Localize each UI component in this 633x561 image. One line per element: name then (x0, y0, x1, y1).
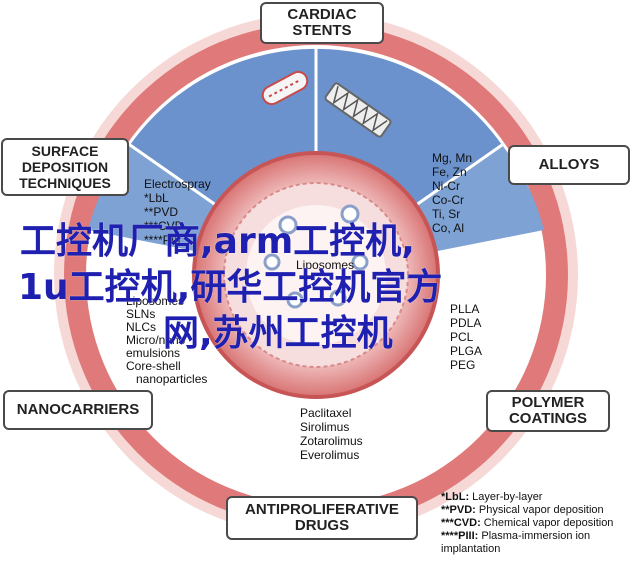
particle (351, 253, 369, 271)
surface-technique: ***CVD (144, 219, 184, 233)
legend-abbr: **PVD: (441, 504, 476, 516)
drug-item: Zotarolimus (300, 434, 363, 448)
drug-list: Paclitaxel Sirolimus Zotarolimus Everoli… (300, 406, 363, 462)
particle (340, 204, 360, 224)
center-liposomes-label: Liposomes (296, 258, 355, 272)
nanocarrier-item: emulsions (126, 346, 181, 360)
drug-item: Sirolimus (300, 420, 350, 434)
antiproliferative-drugs-label: ANTIPROLIFERATIVE DRUGS (245, 501, 399, 534)
alloy-item: Fe, Zn (432, 165, 467, 179)
surface-technique: Electrospray (144, 177, 211, 191)
particle (278, 215, 298, 235)
nanocarrier-item: SLNs (126, 307, 156, 321)
cardiac-stents-label: CARDIAC STENTS (287, 6, 357, 39)
surface-technique-list: Electrospray *LbL **PVD ***CVD ****PIII (144, 177, 211, 247)
alloy-item: Co, Al (432, 221, 465, 235)
antiproliferative-drugs-box: ANTIPROLIFERATIVE DRUGS (226, 496, 418, 540)
nanocarriers-box: NANOCARRIERS (3, 390, 153, 430)
nanocarrier-item: Core-shell (126, 359, 181, 373)
legend-abbr: ***CVD: (441, 517, 481, 529)
alloy-item: Ni-Cr (432, 179, 460, 193)
overlay-text-line-3: 网,苏州工控机 (163, 313, 393, 354)
polymer-coatings-label: POLYMER COATINGS (508, 394, 588, 427)
drug-item: Everolimus (300, 448, 360, 462)
polymer-coatings-box: POLYMER COATINGS (486, 390, 610, 432)
legend-item: ***CVD: Chemical vapor deposition (441, 517, 613, 530)
legend-item: ****PIII: Plasma-immersion ion (441, 530, 613, 543)
legend-abbr: *LbL: (441, 491, 470, 503)
surface-deposition-label: SURFACE DEPOSITION TECHNIQUES (19, 143, 111, 191)
legend-text: Layer-by-layer (472, 491, 543, 503)
nanocarrier-item: Micro/nano (126, 333, 186, 347)
polymer-list: PLLA PDLA PCL PLGA PEG (450, 302, 482, 372)
legend-item: **PVD: Physical vapor deposition (441, 504, 613, 517)
nanocarriers-label: NANOCARRIERS (16, 401, 140, 418)
balloon-icon (261, 70, 309, 106)
stent-icon (324, 82, 392, 138)
particle (329, 289, 347, 307)
legend-item: *LbL: Layer-by-layer (441, 491, 613, 504)
polymer-item: PEG (450, 358, 476, 372)
surface-technique: *LbL (144, 191, 169, 205)
lumen (246, 205, 386, 345)
legend-item: implantation (441, 543, 613, 556)
surface-technique: **PVD (144, 205, 179, 219)
polymer-item: PDLA (450, 316, 482, 330)
overlay-text-line-1: 工控机厂商,arm工控机, (20, 221, 415, 262)
cardiac-stents-box: CARDIAC STENTS (260, 2, 384, 44)
polymer-item: PLGA (450, 344, 483, 358)
alloys-box: ALLOYS (508, 145, 630, 185)
nanocarrier-item: nanoparticles (136, 372, 208, 386)
particle (263, 253, 281, 271)
polymer-item: PLLA (450, 302, 480, 316)
legend-abbr: ****PIII: (441, 530, 479, 542)
nanocarrier-item: NLCs (126, 320, 157, 334)
surface-deposition-box: SURFACE DEPOSITION TECHNIQUES (1, 138, 129, 196)
particle (286, 291, 304, 309)
drug-item: Paclitaxel (300, 406, 352, 420)
nanocarrier-list: Liposomes SLNs NLCs Micro/nano emulsions… (126, 295, 207, 386)
polymer-item: PCL (450, 330, 474, 344)
nanocarrier-item: Liposomes (126, 294, 185, 308)
alloy-item: Mg, Mn (432, 151, 473, 165)
alloys-label: ALLOYS (538, 156, 600, 173)
surface-technique: ****PIII (144, 233, 181, 247)
abbreviation-legend: *LbL: Layer-by-layer **PVD: Physical vap… (441, 491, 613, 556)
particles (263, 204, 369, 309)
legend-text: Chemical vapor deposition (483, 517, 614, 529)
alloys-list: Mg, Mn Fe, Zn Ni-Cr Co-Cr Ti, Sr Co, Al (432, 151, 472, 235)
alloy-item: Ti, Sr (432, 207, 461, 221)
legend-text: Physical vapor deposition (478, 504, 604, 516)
legend-text: implantation (441, 543, 501, 555)
alloy-item: Co-Cr (432, 193, 464, 207)
overlay-text-line-2: 1u工控机,研华工控机官方 (18, 267, 443, 308)
legend-text: Plasma-immersion ion (481, 530, 591, 542)
